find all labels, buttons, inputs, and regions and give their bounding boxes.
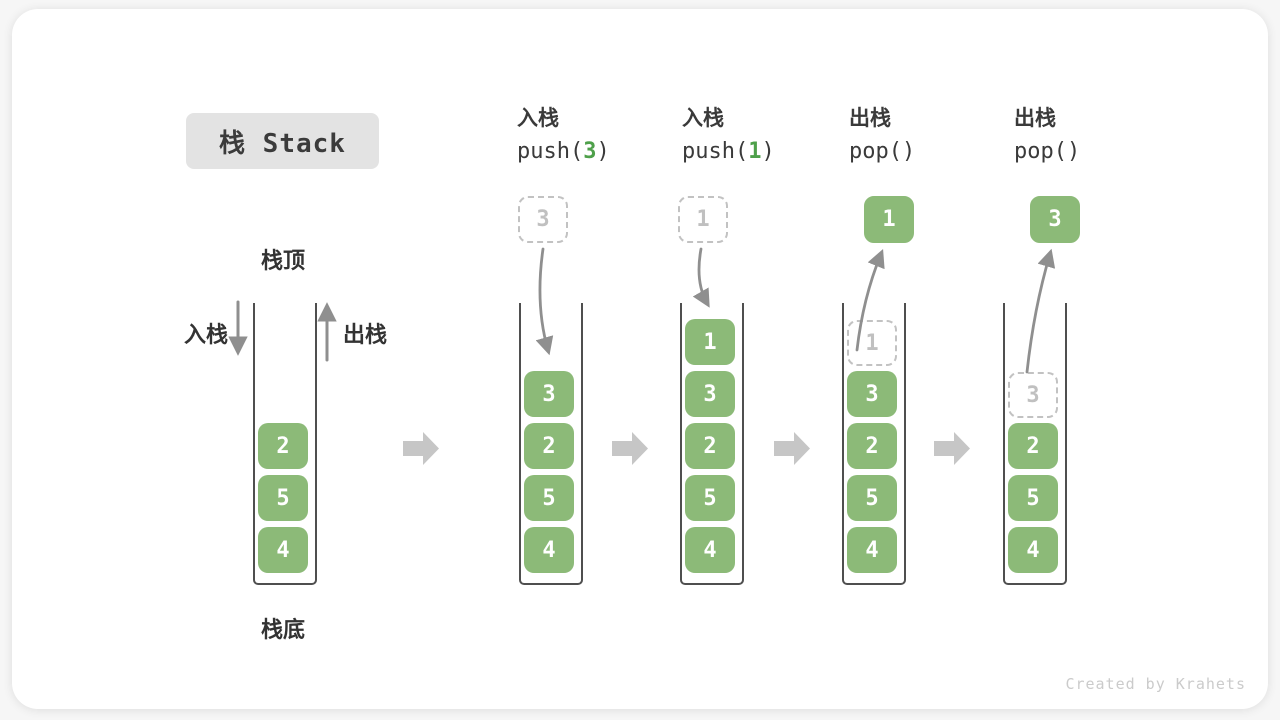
push-value-box: 3 — [518, 196, 568, 243]
stack-cell: 4 — [258, 527, 308, 573]
op-label: 出栈 — [849, 107, 891, 130]
push-value-box: 1 — [678, 196, 728, 243]
op-header-pop-second: 出栈 pop() — [1014, 104, 1164, 170]
op-header-pop-first: 出栈 pop() — [849, 104, 999, 170]
stack-cell: 2 — [1008, 423, 1058, 469]
diagram-title: 栈 Stack — [219, 128, 346, 159]
code-suffix: ) — [1066, 139, 1081, 164]
op-code: pop() — [1014, 134, 1164, 170]
stack-cell-ghost: 1 — [847, 320, 897, 366]
op-label: 出栈 — [1014, 107, 1056, 130]
code-prefix: push( — [682, 139, 749, 164]
op-label: 入栈 — [682, 107, 724, 130]
stack-cell: 3 — [524, 371, 574, 417]
code-suffix: ) — [596, 139, 610, 164]
code-prefix: push( — [517, 139, 584, 164]
stack-top-label: 栈顶 — [260, 248, 305, 273]
stack-cell: 5 — [258, 475, 308, 521]
popped-value-box: 3 — [1030, 196, 1080, 243]
code-prefix: pop( — [1014, 139, 1067, 164]
stack-cell: 1 — [685, 319, 735, 365]
stack-cell: 5 — [1008, 475, 1058, 521]
stack-cell: 2 — [258, 423, 308, 469]
op-code: push(1) — [682, 134, 832, 170]
stack-cell: 5 — [524, 475, 574, 521]
code-suffix: ) — [901, 139, 916, 164]
stack-cell: 4 — [524, 527, 574, 573]
stack-cell: 5 — [685, 475, 735, 521]
op-code: pop() — [849, 134, 999, 170]
push-direction-label: 入栈 — [184, 322, 229, 347]
stack-cell: 3 — [847, 371, 897, 417]
stack-cell-ghost: 3 — [1008, 372, 1058, 418]
stack-cell: 4 — [847, 527, 897, 573]
stack-cell: 4 — [1008, 527, 1058, 573]
pop-direction-label: 出栈 — [343, 322, 388, 347]
stack-cell: 4 — [685, 527, 735, 573]
op-code: push(3) — [517, 134, 667, 170]
stack-cell: 2 — [685, 423, 735, 469]
code-suffix: ) — [761, 139, 775, 164]
stack-cell: 5 — [847, 475, 897, 521]
stack-cell: 2 — [524, 423, 574, 469]
stack-cell: 2 — [847, 423, 897, 469]
diagram-title-box: 栈 Stack — [186, 113, 379, 169]
stack-bottom-label: 栈底 — [260, 617, 305, 642]
op-header-push3: 入栈 push(3) — [517, 104, 667, 170]
op-label: 入栈 — [517, 107, 559, 130]
code-arg: 1 — [748, 139, 762, 164]
watermark: Created by Krahets — [1065, 675, 1246, 693]
code-arg: 3 — [583, 139, 597, 164]
code-prefix: pop( — [849, 139, 902, 164]
popped-value-box: 1 — [864, 196, 914, 243]
stack-cell: 3 — [685, 371, 735, 417]
op-header-push1: 入栈 push(1) — [682, 104, 832, 170]
